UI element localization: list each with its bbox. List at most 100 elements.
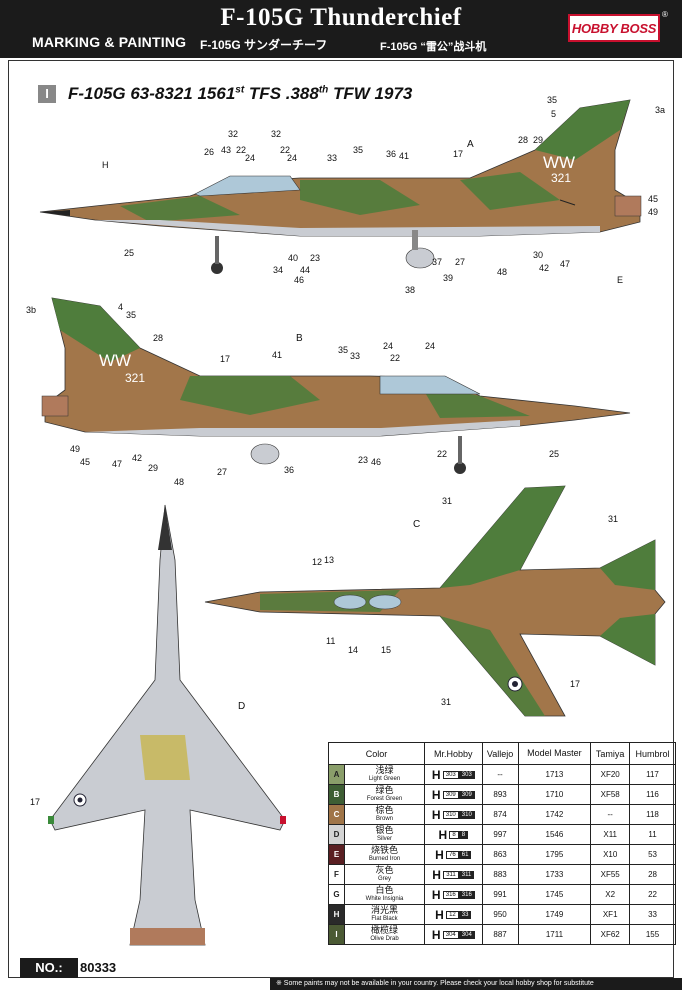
humbrol-code: 11 (629, 824, 676, 845)
mrhobby-h-mark: H (431, 887, 441, 902)
humbrol-code: 116 (629, 784, 676, 805)
header-tamiya: Tamiya (590, 742, 631, 765)
color-swatch: D (328, 824, 345, 845)
mrhobby-h-mark: H (431, 767, 441, 782)
callout: 34 (273, 265, 284, 275)
color-table: Color Mr.Hobby Vallejo Model Master Tami… (328, 742, 676, 945)
callout: 44 (300, 265, 311, 275)
callout: 28 (153, 333, 164, 343)
callout: 36 (386, 149, 397, 159)
callout: 45 (648, 194, 659, 204)
color-swatch: G (328, 884, 345, 905)
tail-code-text: WW (543, 153, 575, 172)
mrhobby-code-1: 76 (446, 850, 459, 859)
callout: E (617, 275, 624, 285)
tail-number-text: 321 (551, 171, 571, 185)
callout: 41 (272, 350, 283, 360)
color-name-en: Olive Drab (370, 935, 399, 942)
color-swatch: B (328, 784, 345, 805)
view-label-d: D (238, 701, 246, 712)
callout: 48 (174, 477, 185, 487)
callout: 46 (371, 457, 382, 467)
bottom-view (48, 504, 286, 946)
mrhobby-code-1: 303 (442, 770, 459, 779)
color-swatch: H (328, 904, 345, 925)
callout: 48 (497, 267, 508, 277)
model-master-code: 1745 (517, 884, 592, 905)
mrhobby-code-1: 8 (449, 830, 459, 839)
header-humbrol: Humbrol (629, 742, 676, 765)
vallejo-code: 863 (481, 844, 519, 865)
model-master-code: 1733 (517, 864, 592, 885)
callout: 23 (358, 455, 369, 465)
callout: 31 (441, 697, 452, 707)
color-name-en: Forest Green (366, 795, 403, 802)
chinese-title: F-105G “雷公”战斗机 (380, 41, 487, 53)
vallejo-code: -- (481, 764, 519, 785)
vallejo-code: 893 (481, 784, 519, 805)
callout: 24 (287, 153, 298, 163)
callout: 41 (399, 151, 410, 161)
header-model-master: Model Master (517, 742, 592, 765)
color-name-zh: 棕色 (375, 804, 394, 815)
mrhobby-code-2: 303 (458, 770, 475, 779)
color-name-zh: 浅绿 (375, 764, 394, 775)
mrhobby-code-2: 310 (458, 810, 475, 819)
model-master-code: 1711 (517, 924, 592, 945)
mrhobby-code-2: 33 (458, 910, 472, 919)
callout: 15 (381, 645, 392, 655)
color-name-zh: 烧铁色 (370, 844, 398, 855)
mrhobby-h-mark: H (431, 927, 441, 942)
color-name-en: White Insignia (365, 895, 404, 902)
tamiya-code: X10 (590, 844, 631, 865)
mrhobby-code-1: 316 (442, 890, 459, 899)
callout: 42 (132, 453, 143, 463)
callout: 28 (518, 135, 529, 145)
mrhobby-code-1: 309 (442, 790, 459, 799)
callout: 42 (539, 263, 550, 273)
humbrol-code: 28 (629, 864, 676, 885)
callout: 17 (30, 797, 41, 807)
humbrol-code: 117 (629, 764, 676, 785)
vallejo-code: 874 (481, 804, 519, 825)
header-color: Color (328, 742, 425, 765)
view-label-a: A (467, 139, 474, 150)
mrhobby-code-1: 310 (442, 810, 459, 819)
registered-mark: ® (662, 10, 668, 19)
mrhobby-h-mark: H (431, 787, 441, 802)
header-vallejo: Vallejo (481, 742, 519, 765)
paint-availability-note: ※ Some paints may not be available in yo… (270, 978, 682, 990)
callout: 4 (118, 302, 124, 312)
callout: 12 (312, 557, 323, 567)
callout: 17 (220, 354, 231, 364)
color-swatch: I (328, 924, 345, 945)
callout: 35 (126, 310, 137, 320)
callout: 22 (280, 145, 291, 155)
title-part: TFS .388 (244, 84, 319, 103)
color-swatch: F (328, 864, 345, 885)
callout: 22 (437, 449, 448, 459)
mrhobby-code-1: 311 (443, 870, 459, 879)
callout: 43 (221, 145, 232, 155)
mrhobby-code-2: 316 (458, 890, 475, 899)
mrhobby-code-2: 61 (458, 850, 472, 859)
mrhobby-h-mark: H (431, 807, 441, 822)
callout: 32 (271, 129, 282, 139)
callout: 5 (551, 109, 557, 119)
callout: 24 (245, 153, 256, 163)
humbrol-code: 33 (629, 904, 676, 925)
